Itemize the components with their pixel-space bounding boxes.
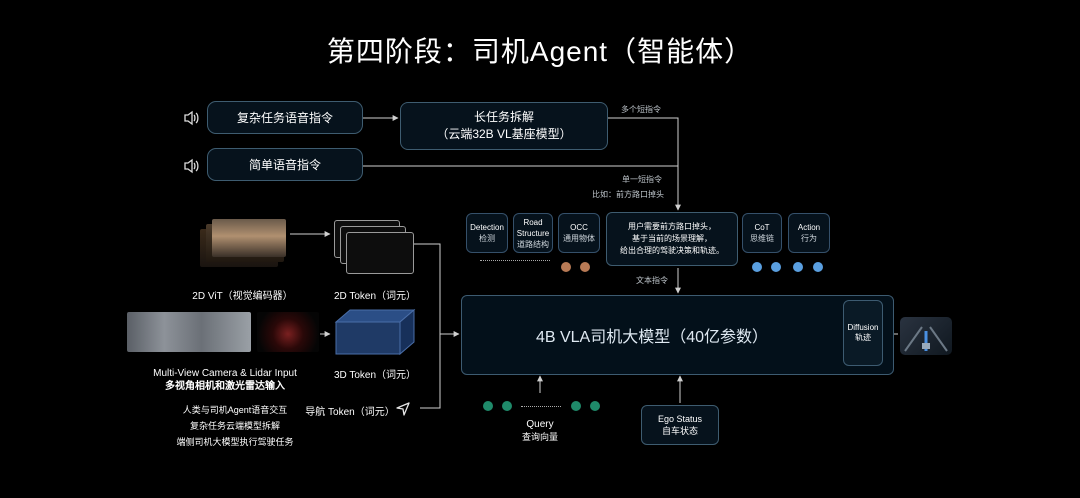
token3d-label: 3D Token（词元）: [333, 370, 417, 381]
speaker-icon: [183, 158, 201, 174]
cot-tag-line2: 思维链: [750, 234, 774, 243]
benefits-list: 人类与司机Agent语音交互 复杂任务云端模型拆解 端侧司机大模型执行驾驶任务: [160, 402, 310, 450]
diffusion-line2: 轨迹: [855, 333, 871, 342]
query-token-dot: [590, 401, 600, 411]
camera-caption-line2: 多视角相机和激光雷达输入: [165, 381, 285, 392]
long-task-line1: 长任务拆解: [473, 110, 534, 124]
detection-tag-line1: Detection: [470, 223, 504, 232]
token-ellipsis: [480, 260, 550, 261]
camera-lidar-caption: Multi-View Camera & Lidar Input 多视角相机和激光…: [130, 367, 320, 393]
speaker-icon: [183, 110, 201, 126]
simple-voice-command-label: 简单语音指令: [248, 158, 321, 172]
lidar-image: [257, 312, 319, 352]
vla-model-box: 4B VLA司机大模型（40亿参数）: [461, 295, 894, 375]
query-token-dot: [571, 401, 581, 411]
detection-tag-line2: 检测: [479, 234, 495, 243]
cot-token-dot: [771, 262, 781, 272]
vit-label: 2D ViT（视觉编码器）: [192, 291, 293, 302]
example-note: 比如：前方路口掉头: [592, 190, 664, 199]
action-tag-line2: 行为: [801, 234, 817, 243]
simple-voice-command-box: 简单语音指令: [207, 148, 363, 181]
cot-token-dot: [752, 262, 762, 272]
action-tag: Action 行为: [788, 213, 830, 253]
cot-tag: CoT 思维链: [742, 213, 782, 253]
action-token-dot: [813, 262, 823, 272]
multi-short-commands-note: 多个短指令: [621, 105, 661, 114]
action-token-dot: [793, 262, 803, 272]
vla-model-label: 4B VLA司机大模型（40亿参数）: [535, 329, 769, 346]
ego-status-line1: Ego Status: [657, 414, 703, 424]
query-label: Query 查询向量: [505, 418, 575, 444]
diffusion-box: Diffusion 轨迹: [843, 300, 883, 366]
query-label-line1: Query: [526, 419, 554, 430]
complex-voice-command-label: 复杂任务语音指令: [236, 111, 333, 125]
navigation-arrow-icon: [395, 401, 411, 422]
token2d-label: 2D Token（词元）: [333, 291, 417, 302]
complex-voice-command-box: 复杂任务语音指令: [207, 101, 363, 134]
occ-tag-line2: 通用物体: [563, 234, 595, 243]
reasoning-box: 用户需要前方路口掉头， 基于当前的场景理解， 给出合理的驾驶决策和轨迹。: [606, 212, 738, 266]
long-task-decomposition-box: 长任务拆解 （云端32B VL基座模型）: [400, 102, 608, 150]
occ-token-dot: [561, 262, 571, 272]
single-short-command-note: 单一短指令: [622, 175, 662, 184]
trajectory-output-thumbnail: [900, 317, 952, 355]
detection-tag: Detection 检测: [466, 213, 508, 253]
text-command-note: 文本指令: [636, 276, 668, 285]
nav-token-label: 导航 Token（词元）: [305, 407, 395, 418]
benefit-item: 复杂任务云端模型拆解: [189, 421, 280, 431]
ego-status-box: Ego Status 自车状态: [641, 405, 719, 445]
query-token-dot: [502, 401, 512, 411]
benefit-item: 端侧司机大模型执行驾驶任务: [176, 437, 294, 447]
benefit-item: 人类与司机Agent语音交互: [182, 405, 288, 415]
road-structure-tag-line1: Road: [523, 217, 543, 227]
query-ellipsis: [521, 406, 561, 407]
token3d-cube-icon: [334, 308, 416, 356]
query-label-line2: 查询向量: [521, 432, 558, 442]
token-card: [346, 232, 414, 274]
camera-image-front: [212, 219, 286, 257]
occ-tag: OCC 通用物体: [558, 213, 600, 253]
action-tag-line1: Action: [797, 223, 821, 232]
long-task-line2: （云端32B VL基座模型）: [436, 127, 572, 141]
camera-caption-line1: Multi-View Camera & Lidar Input: [153, 368, 297, 379]
reasoning-line3: 给出合理的驾驶决策和轨迹。: [620, 246, 724, 255]
reasoning-line2: 基于当前的场景理解，: [632, 234, 712, 243]
multi-view-camera-images: [127, 312, 251, 352]
occ-tag-line1: OCC: [570, 223, 588, 232]
occ-token-dot: [580, 262, 590, 272]
ego-status-line2: 自车状态: [661, 426, 698, 436]
road-structure-tag: Road Structure 道路结构: [513, 213, 553, 253]
road-structure-tag-line2: Structure: [516, 228, 550, 238]
reasoning-line1: 用户需要前方路口掉头，: [628, 222, 716, 231]
query-token-dot: [483, 401, 493, 411]
diffusion-line1: Diffusion: [847, 323, 879, 332]
page-title: 第四阶段：司机Agent（智能体）: [326, 36, 754, 67]
cot-tag-line1: CoT: [754, 223, 770, 232]
road-structure-tag-line3: 道路结构: [517, 239, 549, 249]
